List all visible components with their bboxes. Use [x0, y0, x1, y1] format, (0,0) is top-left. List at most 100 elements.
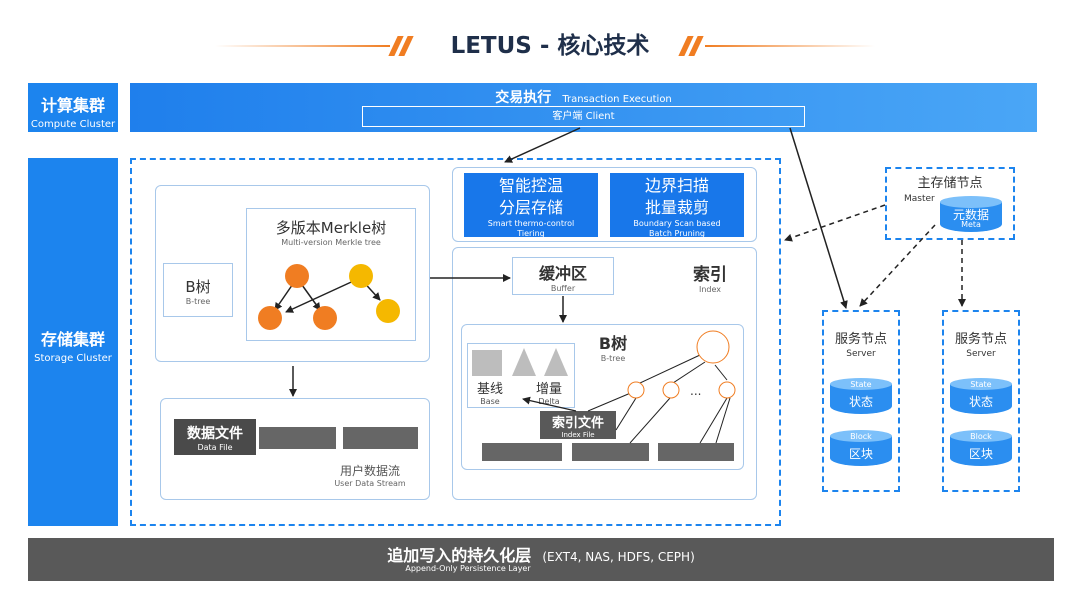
base-en: Base: [480, 397, 500, 406]
smart-tiering-en2: Tiering: [517, 229, 545, 238]
state-cn: 状态: [848, 395, 873, 409]
index-file-block: 索引文件 Index File: [540, 411, 616, 439]
persistence-fs: (EXT4, NAS, HDFS, CEPH): [542, 550, 695, 564]
btree-left-box: B树 B-tree: [163, 263, 233, 317]
persistence-en: Append-Only Persistence Layer: [405, 564, 531, 573]
page-title-area: LETUS - 核心技术: [0, 28, 1080, 64]
storage-cluster-label: 存储集群 Storage Cluster: [28, 158, 118, 526]
merkle-node: [313, 306, 337, 330]
index-cn: 索引: [693, 265, 727, 285]
indexfile-to-base-arrow: [522, 396, 577, 412]
smart-tiering-card: 智能控温 分层存储 Smart thermo-control Tiering: [464, 173, 598, 238]
meta-en: Meta: [961, 220, 981, 229]
master-to-server1-arrow: [859, 224, 936, 307]
boundary-scan-en1: Boundary Scan based: [633, 219, 721, 228]
master-node-en: Master: [904, 194, 935, 204]
delta-en: Delta: [538, 397, 560, 406]
index-file-bar: [658, 443, 734, 461]
state-en: State: [970, 380, 992, 389]
index-file-bar: [572, 443, 649, 461]
client-label: 客户端 Client: [552, 111, 615, 122]
merkle-node: [258, 306, 282, 330]
data-file-bar: [343, 427, 418, 449]
user-data-stream-cn: 用户数据流: [339, 464, 400, 478]
btree-index-en: B-tree: [600, 354, 626, 363]
btree-left-cn: B树: [185, 278, 211, 296]
transaction-execution-en: Transaction Execution: [562, 94, 672, 105]
transaction-execution-band: 交易执行 Transaction Execution: [130, 83, 1037, 132]
merkle-node: [376, 299, 400, 323]
index-file-en: Index File: [561, 431, 595, 439]
compute-cluster-cn: 计算集群: [40, 96, 105, 115]
btree-node: [627, 381, 645, 399]
boundary-scan-cn1: 边界扫描: [644, 176, 709, 195]
persistence-cn: 追加写入的持久化层: [387, 546, 532, 565]
merkle-node: [349, 264, 373, 288]
master-node-container: [885, 167, 1015, 240]
merkle-tree-cn: 多版本Merkle树: [275, 219, 387, 237]
user-data-stream-label: 用户数据流 User Data Stream: [320, 462, 420, 488]
boundary-scan-card: 边界扫描 批量裁剪 Boundary Scan based Batch Prun…: [610, 173, 744, 238]
server-node-2-container: [942, 310, 1020, 492]
smart-tiering-cn2: 分层存储: [498, 198, 563, 217]
buffer-en: Buffer: [550, 284, 576, 293]
delta-triangle-shape: [544, 348, 568, 376]
client-to-server-arrow: [789, 127, 848, 309]
block-database-icon: Block 区块: [830, 430, 892, 470]
index-file-bar: [482, 443, 562, 461]
server-node-1-en: Server: [846, 349, 876, 359]
delta-triangle-shape: [512, 348, 536, 376]
persistence-layer-band: 追加写入的持久化层 (EXT4, NAS, HDFS, CEPH) Append…: [28, 538, 1054, 581]
data-file-en: Data File: [197, 443, 233, 452]
server-node-1-cn: 服务节点: [834, 332, 887, 347]
server-node-1-container: [822, 310, 900, 492]
master-to-storage-arrow: [784, 204, 886, 242]
merkle-node: [285, 264, 309, 288]
smart-tiering-cn1: 智能控温: [498, 176, 563, 195]
btree-node: [718, 381, 736, 399]
buffer-box: 缓冲区 Buffer: [512, 257, 614, 295]
btree-index-cn: B树: [598, 334, 628, 353]
state-cn: 状态: [968, 395, 993, 409]
server-node-2-cn: 服务节点: [954, 332, 1007, 347]
block-en: Block: [850, 432, 872, 441]
title-decor-line-left: [215, 45, 390, 47]
server-node-2-title: 服务节点 Server: [942, 328, 1020, 359]
data-file-block: 数据文件 Data File: [174, 419, 256, 455]
index-label: 索引 Index: [680, 260, 740, 294]
boundary-scan-cn2: 批量裁剪: [644, 198, 709, 217]
merkle-tree-graph: [258, 264, 400, 330]
state-database-icon: State 状态: [830, 378, 892, 418]
state-en: State: [850, 380, 872, 389]
delta-label: 增量 Delta: [528, 378, 570, 406]
block-cn: 区块: [848, 447, 873, 461]
smart-tiering-en1: Smart thermo-control: [487, 219, 575, 228]
index-en: Index: [698, 285, 722, 294]
client-box: 客户端 Client: [362, 106, 805, 127]
storage-cluster-en: Storage Cluster: [34, 353, 112, 364]
state-database-icon: State 状态: [950, 378, 1012, 418]
compute-cluster-en: Compute Cluster: [30, 119, 116, 130]
storage-cluster-container: [130, 158, 781, 526]
persistence-title: 追加写入的持久化层 (EXT4, NAS, HDFS, CEPH): [28, 542, 1054, 566]
transaction-execution-cn: 交易执行: [495, 90, 552, 106]
storage-cluster-cn: 存储集群: [40, 330, 105, 349]
base-square-shape: [472, 350, 502, 376]
meta-database-icon: 元数据 Meta: [940, 196, 1002, 236]
server-node-2-en: Server: [966, 349, 996, 359]
block-cn: 区块: [968, 447, 993, 461]
user-data-stream-en: User Data Stream: [334, 479, 406, 488]
btree-index-graph: [587, 330, 736, 444]
btree-left-en: B-tree: [185, 297, 211, 306]
meta-cn: 元数据: [952, 208, 989, 222]
page-title: LETUS - 核心技术: [450, 33, 650, 59]
tree-ellipsis: ...: [690, 384, 702, 398]
index-file-cn: 索引文件: [551, 416, 604, 431]
buffer-cn: 缓冲区: [538, 264, 587, 283]
btree-node: [662, 381, 680, 399]
delta-cn: 增量: [535, 382, 562, 397]
btree-root-node: [696, 330, 730, 364]
boundary-scan-en2: Batch Pruning: [648, 229, 706, 238]
merkle-tree-en: Multi-version Merkle tree: [281, 238, 381, 247]
